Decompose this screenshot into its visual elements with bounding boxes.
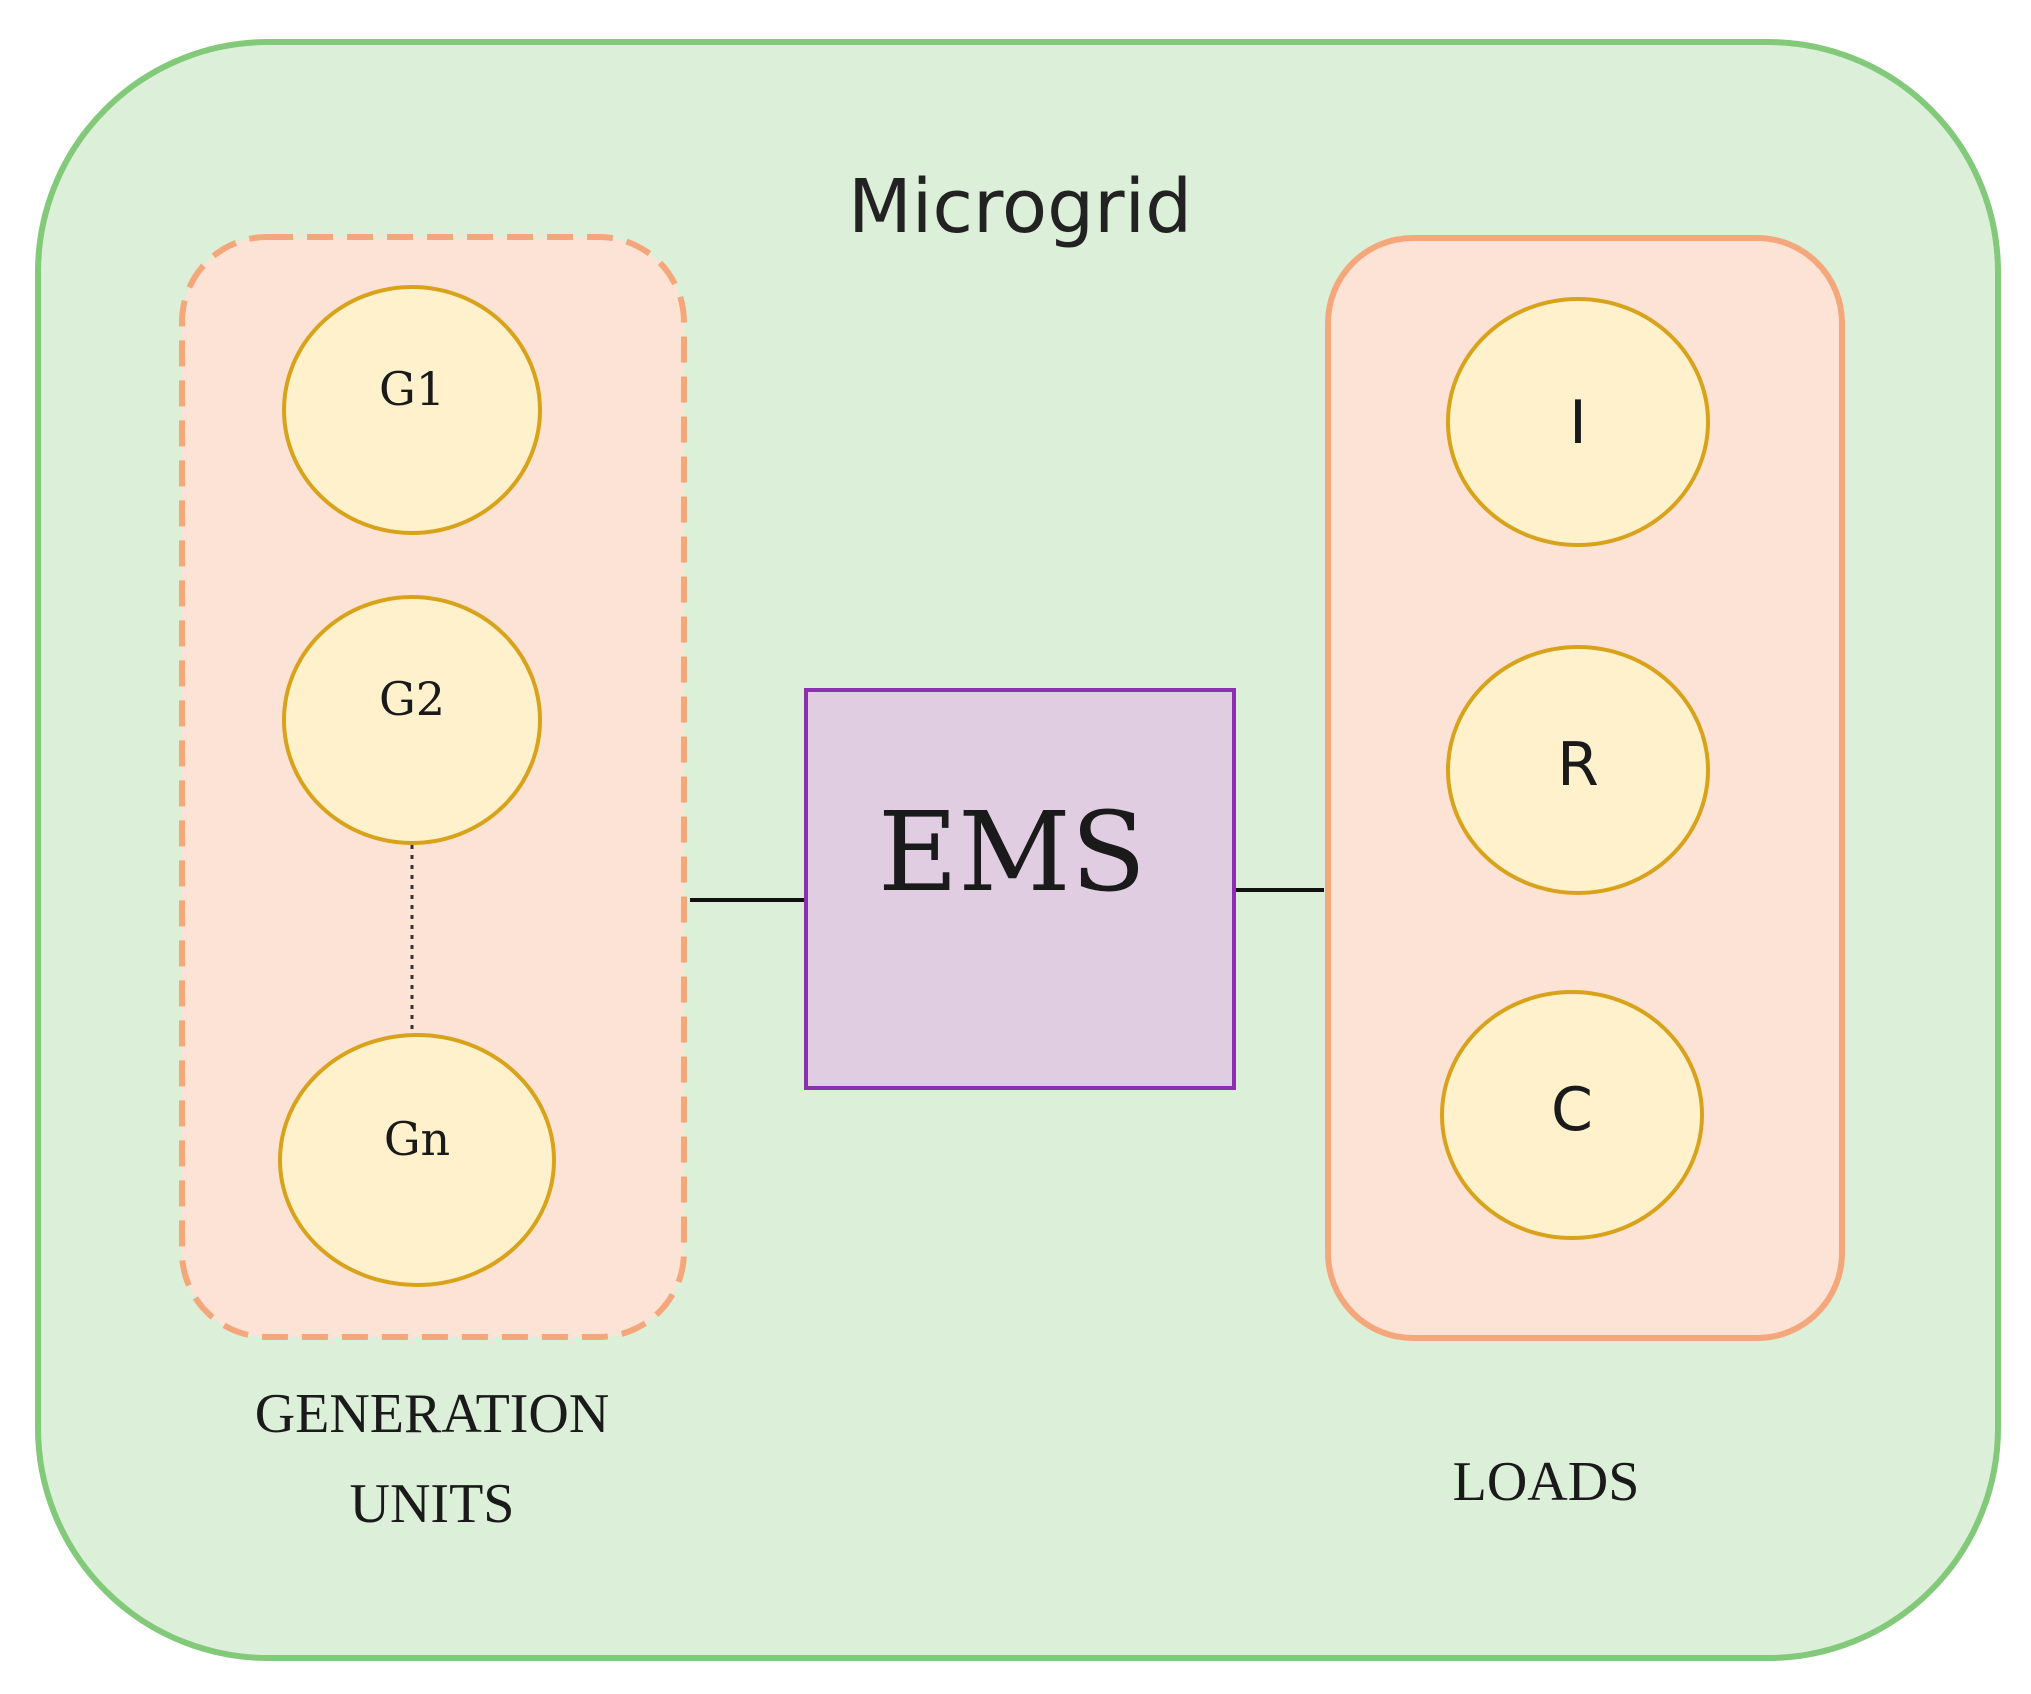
generator-label: G1 (379, 362, 445, 416)
generator-node-gn: Gn (278, 1033, 556, 1287)
generation-units-caption-line2: UNITS (350, 1473, 515, 1535)
generator-node-g1: G1 (282, 285, 542, 535)
load-node-r: R (1446, 645, 1710, 895)
ems-box (804, 688, 1236, 1090)
load-label: R (1557, 730, 1599, 800)
load-label: C (1551, 1075, 1593, 1145)
generator-label: Gn (384, 1112, 450, 1166)
load-node-i: I (1446, 297, 1710, 547)
load-node-c: C (1440, 990, 1704, 1240)
load-label: I (1569, 388, 1587, 458)
generation-units-caption-line1: GENERATION (255, 1383, 610, 1445)
generator-label: G2 (379, 672, 445, 726)
loads-caption: LOADS (1453, 1451, 1640, 1513)
microgrid-title: Microgrid (848, 164, 1192, 250)
generator-node-g2: G2 (282, 595, 542, 845)
ems-label: EMS (878, 788, 1146, 916)
